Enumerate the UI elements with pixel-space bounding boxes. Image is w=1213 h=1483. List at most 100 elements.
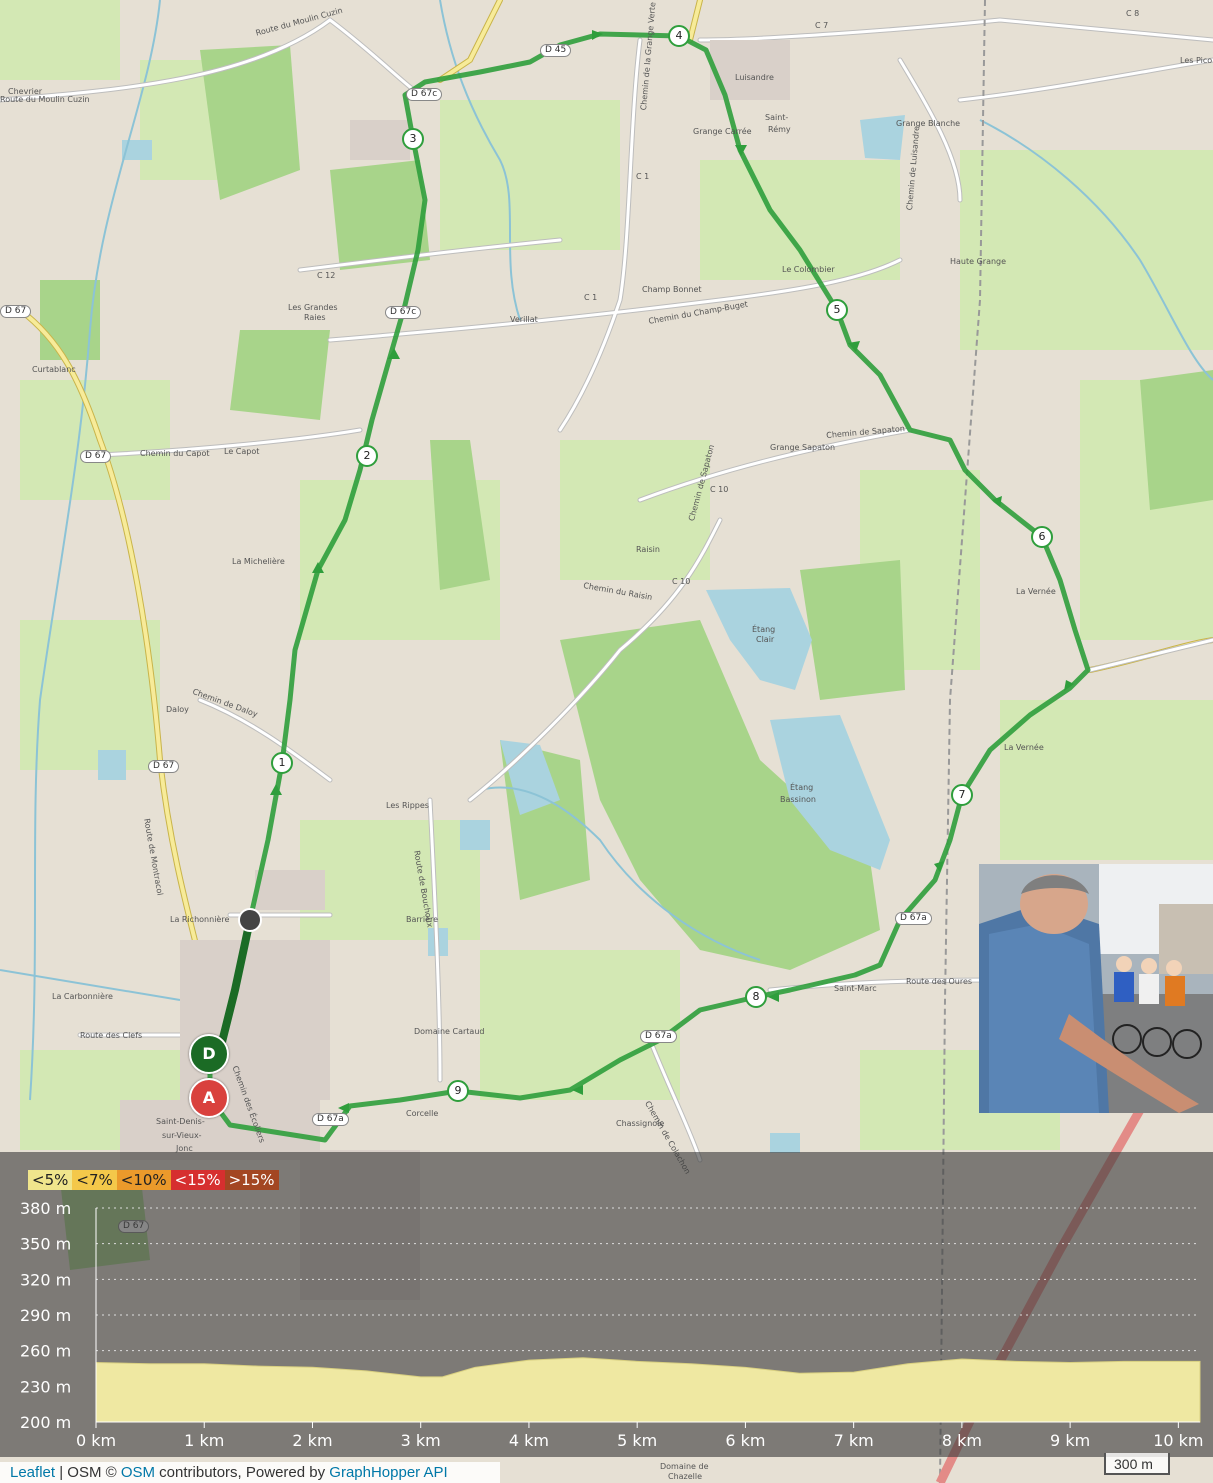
road-ref-label: D 67c (385, 306, 422, 319)
grade-legend-item: <15% (170, 1170, 225, 1190)
place-label: La Carbonnière (52, 992, 113, 1001)
place-label: Clair (756, 635, 775, 644)
y-tick-label: 290 m (20, 1306, 71, 1325)
place-label: Route du Moulin Cuzin (0, 95, 90, 104)
place-label: C 1 (584, 293, 598, 302)
grade-legend-item: >15% (224, 1170, 279, 1190)
graphhopper-link[interactable]: GraphHopper API (329, 1464, 448, 1481)
place-label: Le Capot (224, 447, 260, 456)
x-tick-label: 10 km (1153, 1431, 1203, 1450)
x-tick-label: 9 km (1050, 1431, 1090, 1450)
photo-inset (979, 864, 1213, 1113)
elevation-area (95, 1357, 1201, 1423)
y-tick-label: 200 m (20, 1413, 71, 1432)
waypoint-marker[interactable]: 9 (447, 1080, 469, 1102)
place-label: C 7 (815, 21, 829, 30)
place-label: Chevrier (8, 87, 43, 96)
x-tick-label: 0 km (76, 1431, 116, 1450)
place-label: Grange Blanche (896, 119, 961, 128)
road-ref-label: D 67a (895, 912, 932, 925)
place-label: La Vernée (1004, 743, 1044, 752)
route-position-dot (238, 908, 262, 932)
grade-legend: <5%<7%<10%<15%>15% (28, 1170, 279, 1190)
place-label: Les Grandes (288, 303, 338, 312)
place-label: Grange Sapaton (770, 443, 836, 452)
road-ref-label: D 67a (312, 1113, 349, 1126)
x-tick-label: 1 km (184, 1431, 224, 1450)
place-label: Saint-Denis- (156, 1117, 205, 1126)
place-label: Domaine de (660, 1462, 709, 1471)
place-label: Verillat (510, 315, 538, 324)
attribution-text: contributors, Powered by (155, 1464, 330, 1481)
place-label: Raies (304, 313, 326, 322)
road-ref-label: D 67 (0, 305, 32, 318)
place-label: Étang (790, 783, 814, 792)
road-ref-label: D 45 (540, 44, 572, 57)
place-label: La Michelière (232, 557, 285, 566)
road-ref-label: D 67 (148, 760, 180, 773)
place-label: Raisin (636, 545, 660, 554)
x-tick-label: 6 km (725, 1431, 765, 1450)
road-ref-label: D 67c (406, 88, 443, 101)
map-attribution: Leaflet | OSM © OSM contributors, Powere… (0, 1462, 500, 1483)
end-marker[interactable]: A (189, 1078, 229, 1118)
x-tick-label: 2 km (292, 1431, 332, 1450)
place-label: Daloy (166, 705, 189, 714)
waypoint-marker[interactable]: 3 (402, 128, 424, 150)
waypoint-marker[interactable]: 4 (668, 25, 690, 47)
place-label: Bassinon (780, 795, 816, 804)
x-tick-label: 4 km (509, 1431, 549, 1450)
place-label: C 10 (710, 485, 729, 494)
place-label: Rémy (768, 125, 791, 134)
attribution-separator: | OSM © (55, 1464, 121, 1481)
place-label: Champ Bonnet (642, 285, 702, 294)
grade-legend-item: <5% (28, 1170, 73, 1190)
grade-legend-item: <10% (116, 1170, 171, 1190)
road-ref-label: D 67a (640, 1030, 677, 1043)
y-tick-label: 230 m (20, 1377, 71, 1396)
waypoint-marker[interactable]: 6 (1031, 526, 1053, 548)
waypoint-marker[interactable]: 2 (356, 445, 378, 467)
grade-legend-item: <7% (72, 1170, 117, 1190)
waypoint-marker[interactable]: 8 (745, 986, 767, 1008)
x-tick-label: 3 km (401, 1431, 441, 1450)
place-label: Route des Clefs (80, 1031, 143, 1040)
place-label: Chassignole (616, 1119, 665, 1128)
place-label: C 1 (636, 172, 650, 181)
place-label: sur-Vieux- (162, 1131, 202, 1140)
place-label: Corcelle (406, 1109, 439, 1118)
place-label: Luisandre (735, 73, 774, 82)
place-label: C 8 (1126, 9, 1140, 18)
place-label: Jonc (176, 1144, 193, 1153)
road-ref-label: D 67 (80, 450, 112, 463)
place-label: Les Pico (1180, 56, 1213, 65)
waypoint-marker[interactable]: 7 (951, 784, 973, 806)
place-label: Le Colombier (782, 265, 835, 274)
x-tick-label: 7 km (834, 1431, 874, 1450)
waypoint-marker[interactable]: 1 (271, 752, 293, 774)
place-label: Haute Grange (950, 257, 1007, 266)
place-label: Chemin du Capot (140, 449, 210, 458)
y-tick-label: 260 m (20, 1342, 71, 1361)
place-label: Chazelle (668, 1472, 703, 1481)
place-label: La Vernée (1016, 587, 1056, 596)
scale-bar: 300 m (1104, 1453, 1170, 1475)
place-label: Saint-Marc (834, 984, 877, 993)
osm-link[interactable]: OSM (120, 1464, 156, 1481)
y-tick-label: 380 m (20, 1199, 71, 1218)
waypoint-marker[interactable]: 5 (826, 299, 848, 321)
place-label: Route des Oures (906, 977, 973, 986)
place-label: Grange Carrée (693, 127, 752, 136)
place-label: Étang (752, 625, 776, 634)
x-tick-label: 8 km (942, 1431, 982, 1450)
leaflet-link[interactable]: Leaflet (10, 1464, 56, 1481)
place-label: Les Rippes (386, 801, 429, 810)
place-label: C 10 (672, 577, 691, 586)
place-label: Barrière (406, 915, 439, 924)
place-label: Curtablanc (32, 365, 76, 374)
start-marker[interactable]: D (189, 1034, 229, 1074)
route-start-segment (216, 916, 254, 1054)
